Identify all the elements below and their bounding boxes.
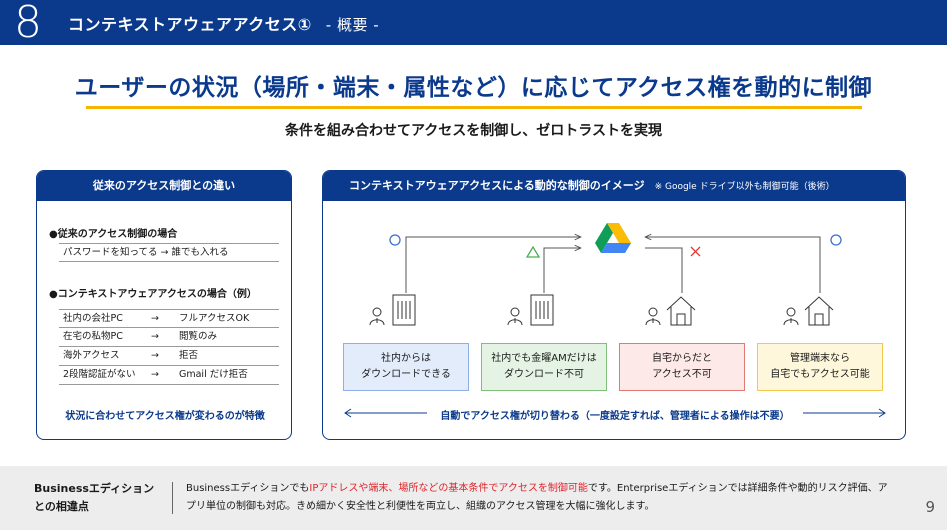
edition-difference-footer: Businessエディション との相違点 BusinessエディションでもIPア… [0,466,947,530]
headline-underline [86,106,862,109]
section-title-text: コンテキストアウェアアクセス① [68,15,312,34]
scenario-box-friday-am-no-download: 社内でも金曜AMだけは ダウンロード不可 [481,343,607,391]
scenario-line2: ダウンロード不可 [504,369,584,380]
result-cell: フルアクセスOK [179,313,250,324]
page-subheadline: 条件を組み合わせてアクセスを制御し、ゼロトラストを実現 [284,123,663,139]
arrow-cell: → [151,313,159,324]
context-aware-section-title: ●コンテキストアウェアアクセスの場合（例） [49,289,257,300]
user-icon [369,307,385,326]
result-cell: 閲覧のみ [179,331,218,342]
office-building-icon [530,294,554,326]
partial-triangle-mark [525,245,541,258]
arrow-cell: → [151,350,159,361]
table-row: 社内の会社PC → フルアクセスOK [59,309,279,328]
traditional-section-title: ●従来のアクセス制御の場合 [49,229,178,240]
user-icon [645,307,661,326]
user-icon [507,307,523,326]
connector-lines [405,237,821,293]
scenario-box-managed-device-ok: 管理端末なら 自宅でもアクセス可能 [757,343,883,391]
scenario-line1: 自宅からだと [652,353,712,364]
arrow-cell: → [151,369,159,380]
right-panel-title-text: コンテキストアウェアアクセスによる動的な制御のイメージ [349,179,645,192]
scenario-line1: 管理端末なら [790,353,850,364]
footer-label: Businessエディション との相違点 [34,480,154,516]
auto-switch-caption: 自動でアクセス権が切り替わる（一度設定すれば、管理者による操作は不要） [440,411,790,422]
section-number: 8 [14,0,42,48]
result-cell: 拒否 [179,350,199,361]
condition-cell: 在宅の私物PC [63,331,123,342]
traditional-comparison-panel: 従来のアクセス制御との違い ●従来のアクセス制御の場合 パスワードを知ってる →… [36,170,292,440]
google-drive-icon [595,223,631,253]
left-panel-title: 従来のアクセス制御との違い [37,171,291,201]
table-row: 2段階認証がない → Gmail だけ拒否 [59,366,279,385]
page-headline: ユーザーの状況（場所・端末・属性など）に応じてアクセス権を動的に制御 [74,75,873,101]
office-building-icon [392,294,416,326]
left-panel-conclusion: 状況に合わせてアクセス権が変わるのが特徴 [65,411,265,422]
result-cell: Gmail だけ拒否 [179,369,248,380]
section-subtitle: - 概要 - [325,16,380,34]
scenario-line2: 自宅でもアクセス可能 [770,369,870,380]
denied-cross-mark [690,246,701,257]
footer-label-line2: との相違点 [34,500,89,513]
traditional-row: パスワードを知ってる → 誰でも入れる [59,243,279,262]
condition-cell: 海外アクセス [63,350,120,361]
allowed-circle-mark-1 [389,234,401,246]
dynamic-control-panel: コンテキストアウェアアクセスによる動的な制御のイメージ ※ Google ドライブ… [322,170,906,440]
scenario-line2: ダウンロードできる [361,369,451,380]
access-flow-diagram [344,223,886,418]
house-icon [666,296,696,326]
footer-text-after: です。Enterpriseエディションでは詳細条件や動的リスク評価、アプリ単位の… [186,483,888,512]
footer-text-highlight: IPアドレスや端末、場所などの基本条件でアクセスを制御可能 [309,483,588,494]
condition-cell: 社内の会社PC [63,313,123,324]
scenario-line1: 社内からは [381,353,431,364]
condition-cell: 2段階認証がない [63,369,136,380]
footer-label-line1: Businessエディション [34,482,155,495]
arrow-cell: → [151,331,159,342]
section-title: コンテキストアウェアアクセス① - 概要 - [68,11,379,35]
footer-text-before: Businessエディションでも [186,483,310,494]
scenario-box-office-download-ok: 社内からは ダウンロードできる [343,343,469,391]
table-row: 在宅の私物PC → 閲覧のみ [59,328,279,347]
footer-divider [172,482,173,514]
section-header-bar: 8 コンテキストアウェアアクセス① - 概要 - [0,0,947,48]
table-row: 海外アクセス → 拒否 [59,347,279,366]
scenario-line1: 社内でも金曜AMだけは [491,353,597,364]
traditional-row-text: パスワードを知ってる → 誰でも入れる [63,247,229,258]
right-panel-title: コンテキストアウェアアクセスによる動的な制御のイメージ ※ Google ドライブ… [323,171,905,201]
allowed-circle-mark-2 [830,234,842,246]
auto-switch-arrow [344,408,886,418]
scenario-box-home-no-access: 自宅からだと アクセス不可 [619,343,745,391]
house-icon [804,296,834,326]
right-panel-note: ※ Google ドライブ以外も制御可能（後術） [654,182,835,192]
user-icon [783,307,799,326]
scenario-line2: アクセス不可 [652,369,712,380]
page-number: 9 [925,498,935,516]
footer-description: BusinessエディションでもIPアドレスや端末、場所などの基本条件でアクセス… [186,480,896,516]
